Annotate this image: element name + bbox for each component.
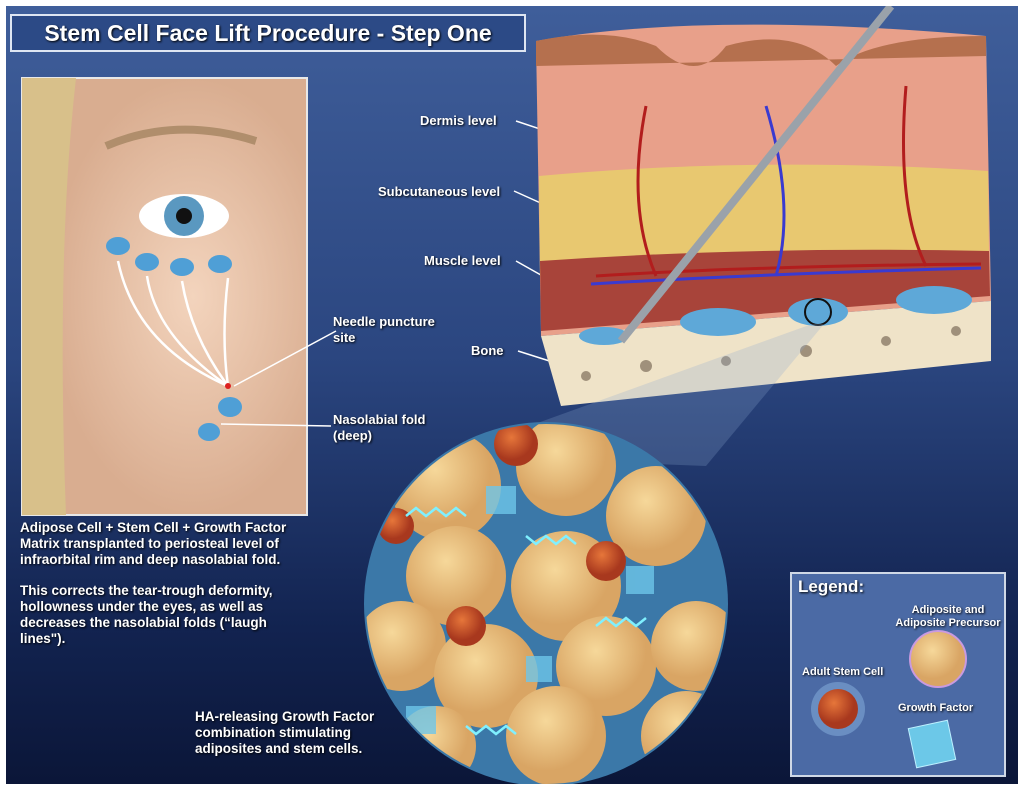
page-title: Stem Cell Face Lift Procedure - Step One [10, 14, 526, 52]
magnified-cells [364, 422, 728, 784]
legend-title: Legend: [798, 577, 865, 596]
procedure-description: Adipose Cell + Stem Cell + Growth Factor… [20, 520, 287, 647]
illustration: Stem Cell Face Lift Procedure - Step One [6, 6, 1018, 784]
legend-stem-cell-label: Adult Stem Cell [802, 666, 884, 678]
legend-growth-factor-label: Growth Factor [898, 702, 974, 714]
adiposite-icon [909, 630, 967, 688]
subcutaneous-level-label: Subcutaneous level [378, 184, 501, 199]
nasolabial-fold-label: Nasolabial fold(deep) [333, 412, 426, 443]
bone-label: Bone [471, 343, 504, 358]
muscle-level-label: Muscle level [424, 253, 501, 268]
dermis-level-label: Dermis level [420, 113, 497, 128]
skin-cross-section [536, 6, 991, 406]
fat-graft-deposits [579, 286, 972, 345]
injection-arrows [116, 260, 230, 388]
growth-factor-icon [907, 719, 957, 769]
face-panel [21, 77, 308, 516]
artwork [21, 6, 991, 784]
stem-cell-icon [818, 689, 858, 729]
injected-fat-deposits [106, 237, 242, 441]
needle [617, 6, 895, 344]
